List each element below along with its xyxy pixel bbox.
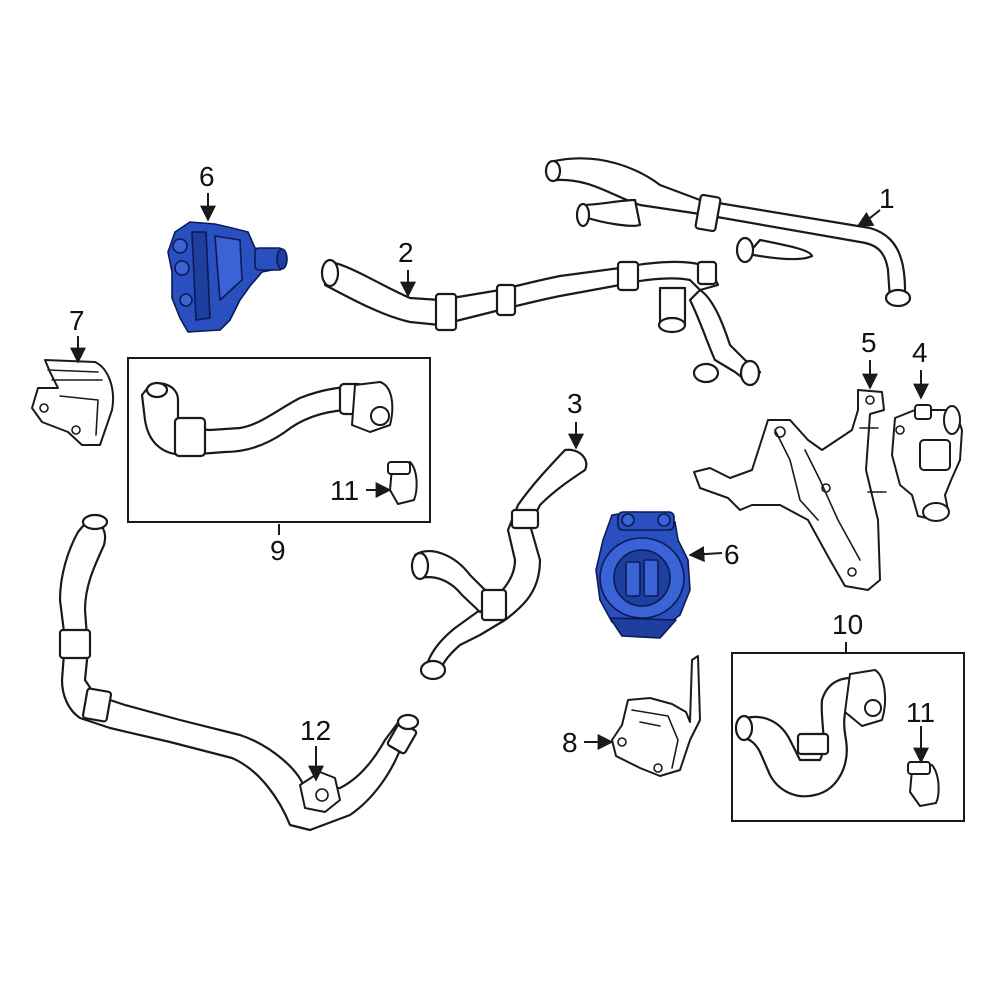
aux-water-pump-part-6-lower[interactable] — [595, 511, 691, 639]
bracket-part-7[interactable] — [31, 359, 114, 446]
clip-part-11-lower[interactable] — [907, 761, 940, 807]
callout-6-upper: 6 — [199, 161, 215, 192]
bracket-part-8[interactable] — [611, 655, 701, 777]
callout-11-upper: 11 — [330, 475, 359, 506]
coolant-pipe-part-1[interactable] — [544, 157, 912, 308]
callout-9: 9 — [270, 535, 286, 566]
part-9-group-box — [127, 357, 431, 523]
valve-part-4[interactable] — [891, 404, 963, 522]
callout-11-lower: 11 — [906, 697, 935, 728]
callout-8: 8 — [562, 727, 578, 758]
callout-6-lower: 6 — [724, 539, 740, 570]
callout-3: 3 — [567, 388, 583, 419]
callout-4: 4 — [912, 337, 928, 368]
callout-2: 2 — [398, 237, 414, 268]
leader-lines — [70, 193, 929, 782]
callout-7: 7 — [69, 305, 85, 336]
coolant-hose-part-3[interactable] — [410, 448, 588, 681]
aux-water-pump-part-6-upper[interactable] — [167, 221, 288, 333]
callout-10: 10 — [832, 609, 863, 640]
callout-5: 5 — [861, 327, 877, 358]
coolant-pipe-part-12[interactable] — [58, 513, 420, 832]
coolant-hose-part-2[interactable] — [320, 258, 762, 387]
hose-part-10[interactable] — [734, 669, 887, 798]
part-10-group-box — [731, 652, 965, 822]
bracket-part-5[interactable] — [693, 389, 887, 591]
callout-1: 1 — [879, 183, 895, 214]
clip-part-11-upper[interactable] — [387, 461, 418, 505]
callout-12: 12 — [300, 715, 331, 746]
hose-part-9[interactable] — [140, 381, 394, 458]
